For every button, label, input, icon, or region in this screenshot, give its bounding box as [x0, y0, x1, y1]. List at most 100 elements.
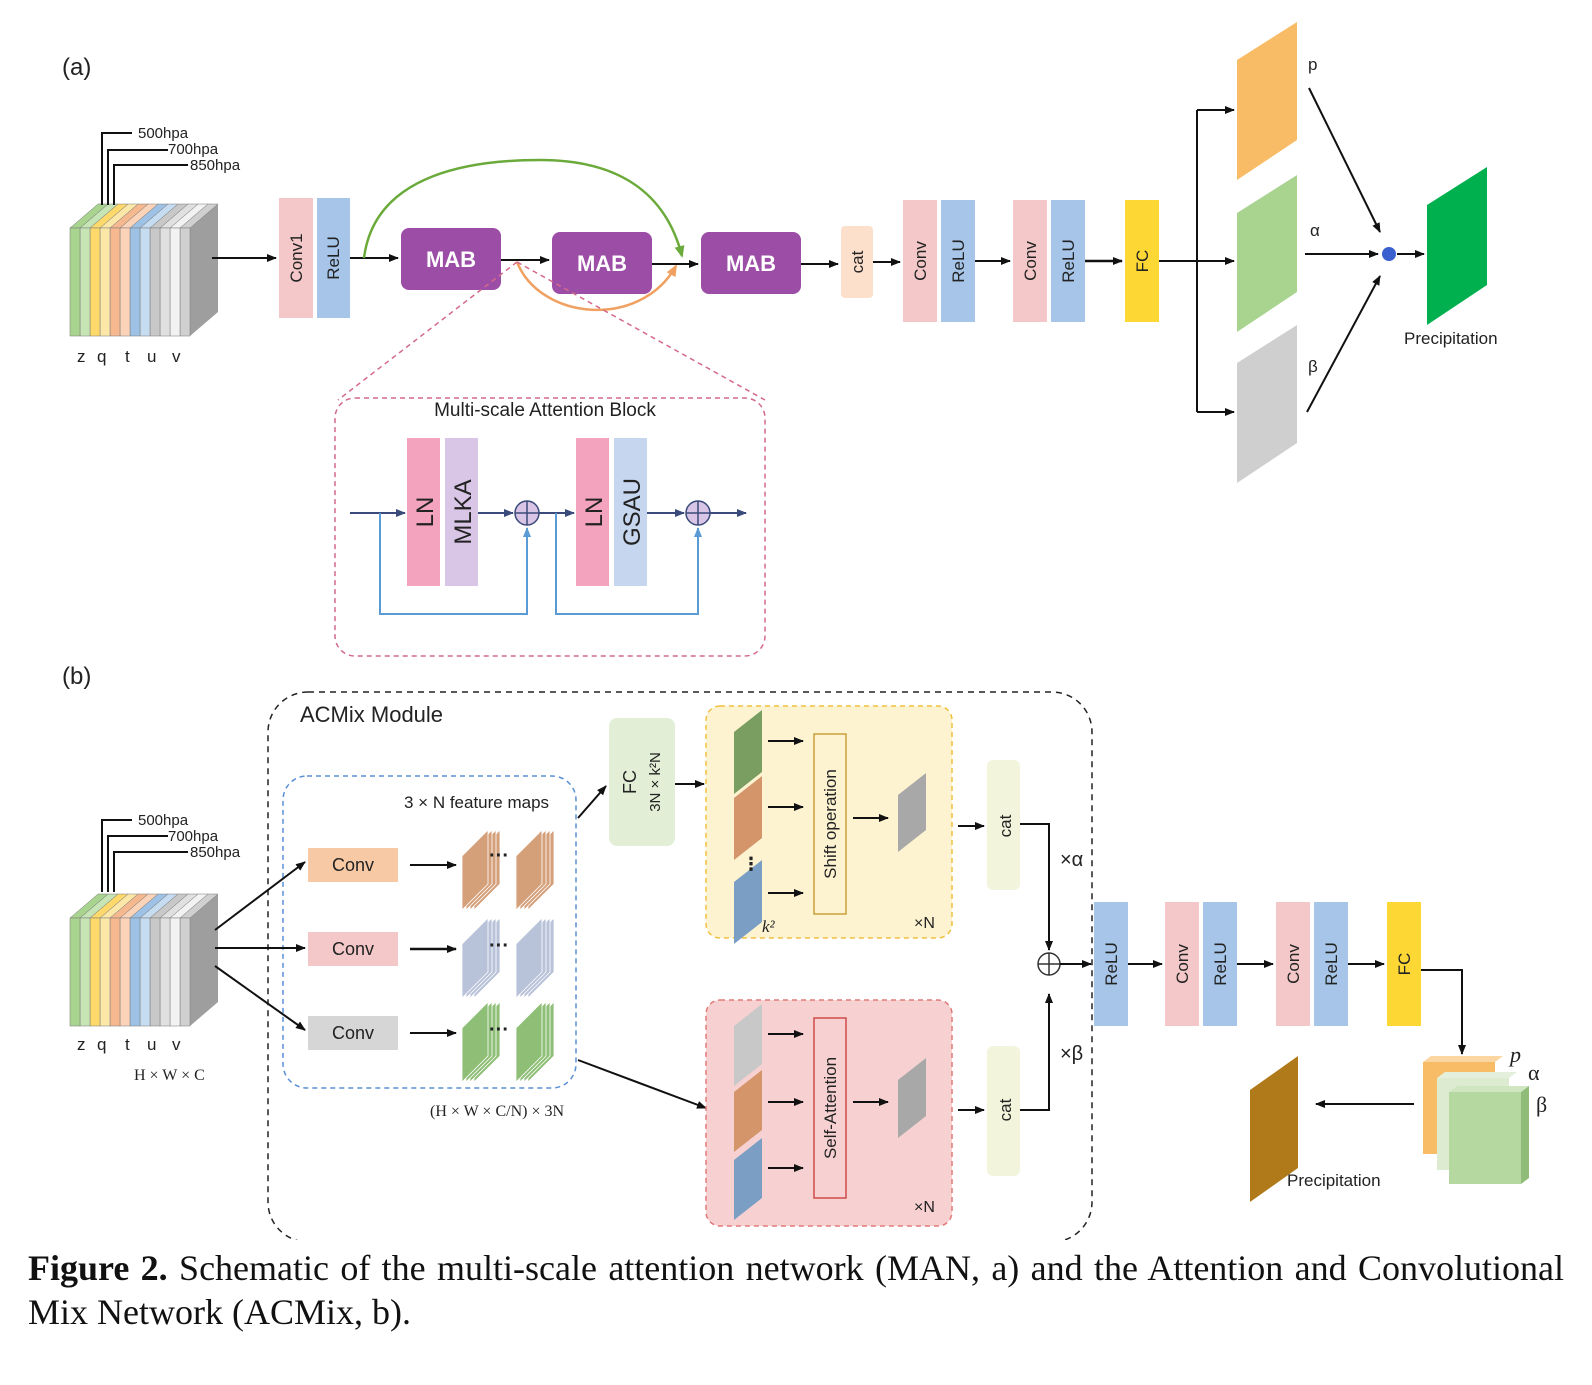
shift-input-1 [734, 710, 762, 794]
dots-2: ··· [489, 935, 509, 957]
cat-label-b1: cat [996, 814, 1015, 837]
feature-map-stacks [461, 829, 555, 1083]
conv1-block [279, 198, 313, 318]
conv-box-b2 [308, 932, 398, 966]
conv-block-b2 [1276, 902, 1310, 1026]
shift-operation-label: Shift operation [821, 769, 840, 879]
feature-dims-label: (H × W × C/N) × 3N [430, 1103, 564, 1120]
output-beta-plane [1237, 325, 1297, 483]
relu-label-b3: ReLU [1322, 942, 1341, 985]
dots-3: ··· [489, 1019, 509, 1041]
relu-label-a2: ReLU [949, 239, 968, 282]
shift-output [898, 773, 926, 852]
fc-block-a [1125, 200, 1159, 322]
mab-block-3 [701, 232, 801, 294]
conv-block-b1 [1165, 902, 1199, 1026]
fc-box-b [609, 718, 675, 846]
figure-caption: Figure 2. Schematic of the multi-scale a… [28, 1246, 1564, 1334]
cat-label-a: cat [848, 250, 867, 273]
output-p-plane [1237, 22, 1297, 180]
acmix-module-box [267, 691, 1093, 1240]
sa-input-1 [734, 1004, 762, 1086]
fc-label-b: FC [620, 770, 640, 794]
relu-label-a3: ReLU [1059, 239, 1078, 282]
mlka-block [445, 438, 478, 586]
shift-input-3 [734, 860, 762, 944]
shift-operation-box [813, 733, 847, 915]
acmix-module-title: ACMix Module [300, 702, 443, 727]
precipitation-plane-b [1250, 1056, 1298, 1202]
var-q-b: q [97, 1035, 106, 1054]
relu-block-a3 [1051, 200, 1085, 322]
ln-label-1: LN [412, 497, 439, 528]
relu-block-b1 [1094, 902, 1128, 1026]
output-alpha-label: α [1310, 221, 1320, 240]
sa-input-2 [734, 1070, 762, 1152]
self-attention-label: Self-Attention [821, 1057, 840, 1159]
dots-1: ··· [489, 845, 509, 867]
conv-label-b-chain2: Conv [1284, 944, 1303, 984]
mab-label-3: MAB [726, 251, 776, 276]
mab-block-1 [401, 228, 501, 290]
var-v-b: v [172, 1035, 181, 1054]
conv-box-b1 [308, 848, 398, 882]
input-dims-b: H × W × C [134, 1067, 205, 1084]
self-attention-region [705, 999, 953, 1227]
gsau-block [614, 438, 647, 586]
var-u-a: u [147, 347, 156, 366]
fc-label-a: FC [1133, 250, 1152, 273]
output-alpha-plane [1237, 175, 1297, 332]
input-stack-a: 500hpa 700hpa 850hpa z q t u v [69, 125, 241, 366]
sa-xN: ×N [914, 1199, 935, 1216]
precipitation-label-b: Precipitation [1287, 1171, 1381, 1190]
out-alpha-label-b: α [1528, 1060, 1540, 1085]
mab-label-1: MAB [426, 247, 476, 272]
panel-b-label: (b) [62, 663, 91, 690]
mab-block-2 [552, 232, 652, 294]
output-beta-label: β [1308, 357, 1318, 376]
caption-text: Schematic of the multi-scale attention n… [28, 1248, 1564, 1332]
cat-block-a [841, 226, 873, 298]
level-700-a: 700hpa [168, 141, 219, 158]
mab-label-2: MAB [577, 251, 627, 276]
out-p-label-b: p [1508, 1042, 1521, 1067]
out-beta-label-b: β [1536, 1092, 1547, 1117]
self-attention-box [813, 1017, 847, 1199]
level-850-b: 850hpa [190, 844, 241, 861]
var-t-a: t [125, 347, 130, 366]
level-700-b: 700hpa [168, 828, 219, 845]
conv-block-a2 [1013, 200, 1047, 322]
precipitation-plane-a [1427, 167, 1487, 325]
fc-dims-b: 3N × k²N [647, 752, 664, 812]
conv-label-b3: Conv [332, 1023, 374, 1043]
ln-label-2: LN [581, 497, 608, 528]
level-850-a: 850hpa [190, 157, 241, 174]
multiply-node [1382, 247, 1396, 261]
output-cubes-b [1423, 1056, 1529, 1184]
relu-block-b3 [1314, 902, 1348, 1026]
shift-xN: ×N [914, 915, 935, 932]
relu-label-b1: ReLU [1102, 942, 1121, 985]
relu-label-a1: ReLU [324, 236, 343, 279]
relu-block-a1 [317, 198, 350, 318]
output-p-label: p [1308, 55, 1317, 74]
level-500-b: 500hpa [138, 812, 189, 829]
cat-box-b1 [987, 760, 1020, 890]
relu-block-b2 [1203, 902, 1237, 1026]
conv-box-b3 [308, 1016, 398, 1050]
var-q-a: q [97, 347, 106, 366]
figure-diagram: (a) 500hpa 700hpa 850hpa z q t u v Conv1… [62, 22, 1547, 1240]
mlka-label: MLKA [450, 479, 477, 544]
k2-label: k² [762, 917, 776, 936]
panel-a-label: (a) [62, 54, 91, 81]
conv-label-b2: Conv [332, 939, 374, 959]
mab-detail-box [334, 397, 766, 657]
skip-connection-green [362, 158, 685, 259]
conv-label-a1: Conv [911, 241, 930, 281]
shift-vdots: ⋮ [742, 854, 760, 874]
fc-block-b [1387, 902, 1421, 1026]
conv1-label: Conv1 [287, 233, 306, 282]
var-v-a: v [172, 347, 181, 366]
gsau-label: GSAU [619, 478, 646, 546]
feature-maps-box [282, 775, 577, 1089]
